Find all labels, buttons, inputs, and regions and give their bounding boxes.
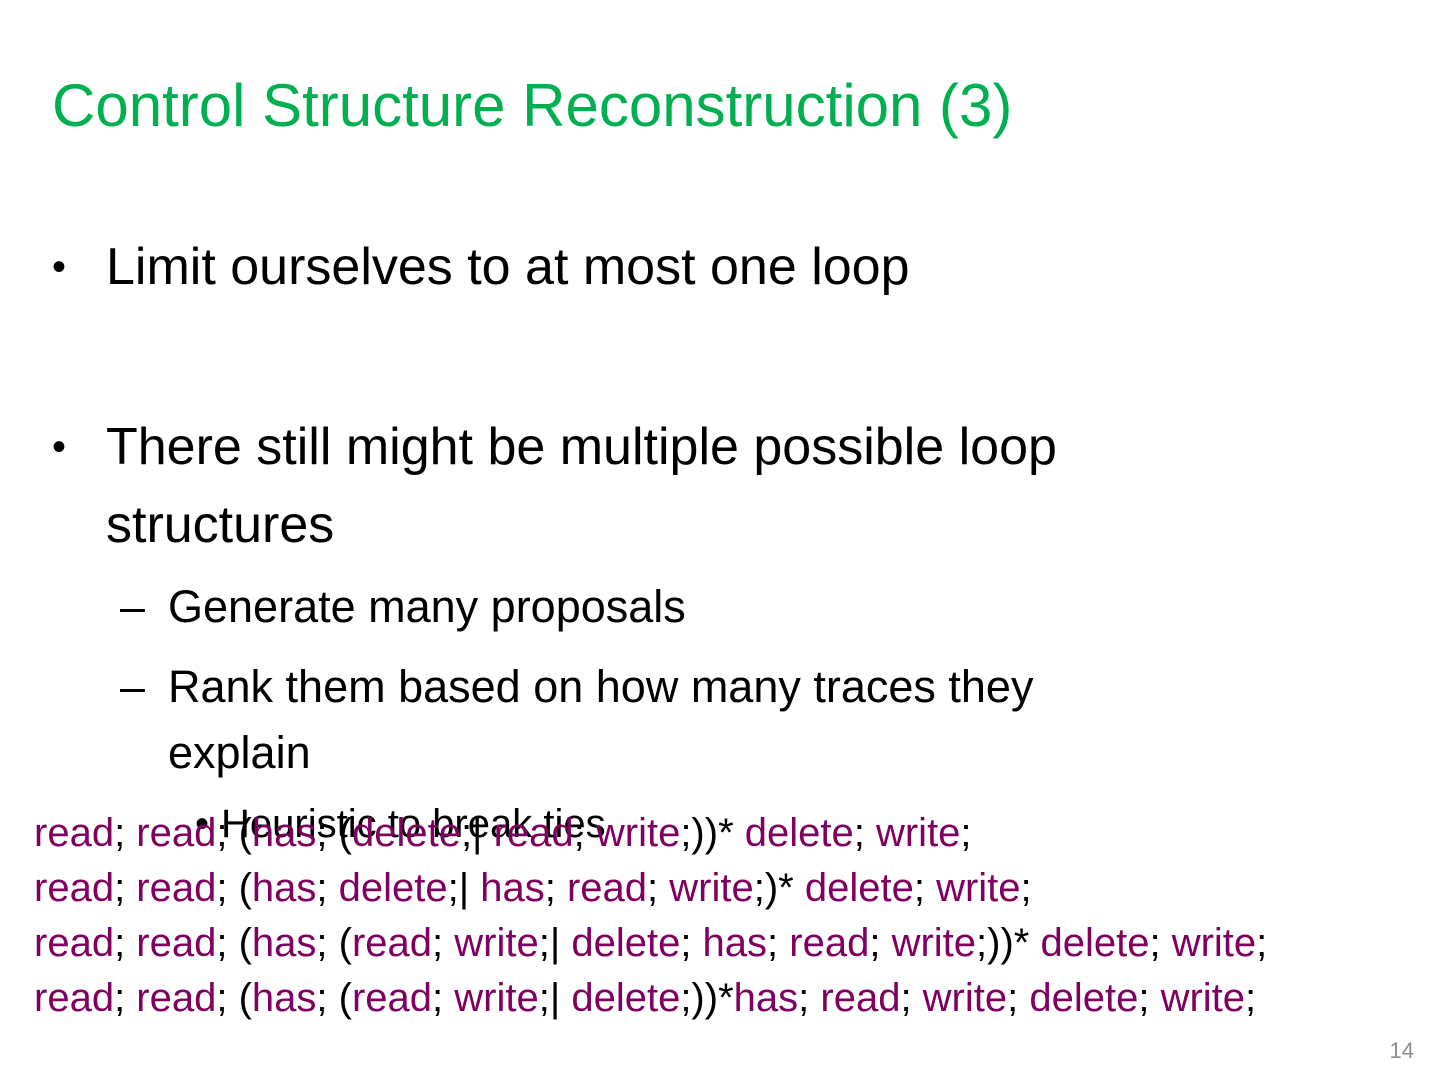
sub-sub-bullet-text: Heuristic to break ties bbox=[221, 802, 606, 846]
bullet-marker: • bbox=[52, 245, 67, 289]
code-line: read; read; (has; delete;| has; read; wr… bbox=[34, 866, 1032, 910]
slide-title: Control Structure Reconstruction (3) bbox=[52, 72, 1013, 139]
page-number: 14 bbox=[1389, 1038, 1414, 1063]
code-line: read; read; (has; (delete;| read; write;… bbox=[34, 811, 972, 855]
sub-sub-bullet: •Heuristic to break ties bbox=[195, 796, 606, 852]
dash-marker: – bbox=[120, 661, 146, 712]
loop-proposals: read; read; (has; (delete;| read; write;… bbox=[34, 806, 1440, 1026]
sub-bullet-text-line-2: explain bbox=[168, 727, 311, 778]
sub-bullet-text-line-1: Rank them based on how many traces they bbox=[168, 661, 1034, 712]
bullet-text: There still might be multiple possible l… bbox=[106, 408, 1057, 564]
dash-marker: – bbox=[120, 581, 146, 632]
bullet-marker: • bbox=[52, 425, 67, 469]
bullet-text: Limit ourselves to at most one loop bbox=[106, 238, 910, 296]
code-line: read; read; (has; (read; write;| delete;… bbox=[34, 921, 1268, 965]
bullet-text-line-1: There still might be multiple possible l… bbox=[106, 418, 1057, 476]
bullet-marker: • bbox=[195, 802, 210, 846]
code-line: read; read; (has; (read; write;| delete;… bbox=[34, 976, 1257, 1020]
bullet-text-line-2: structures bbox=[106, 496, 335, 554]
sub-bullet-text: Generate many proposals bbox=[168, 581, 686, 632]
sub-bullet-text: Rank them based on how many traces they … bbox=[168, 654, 1033, 786]
